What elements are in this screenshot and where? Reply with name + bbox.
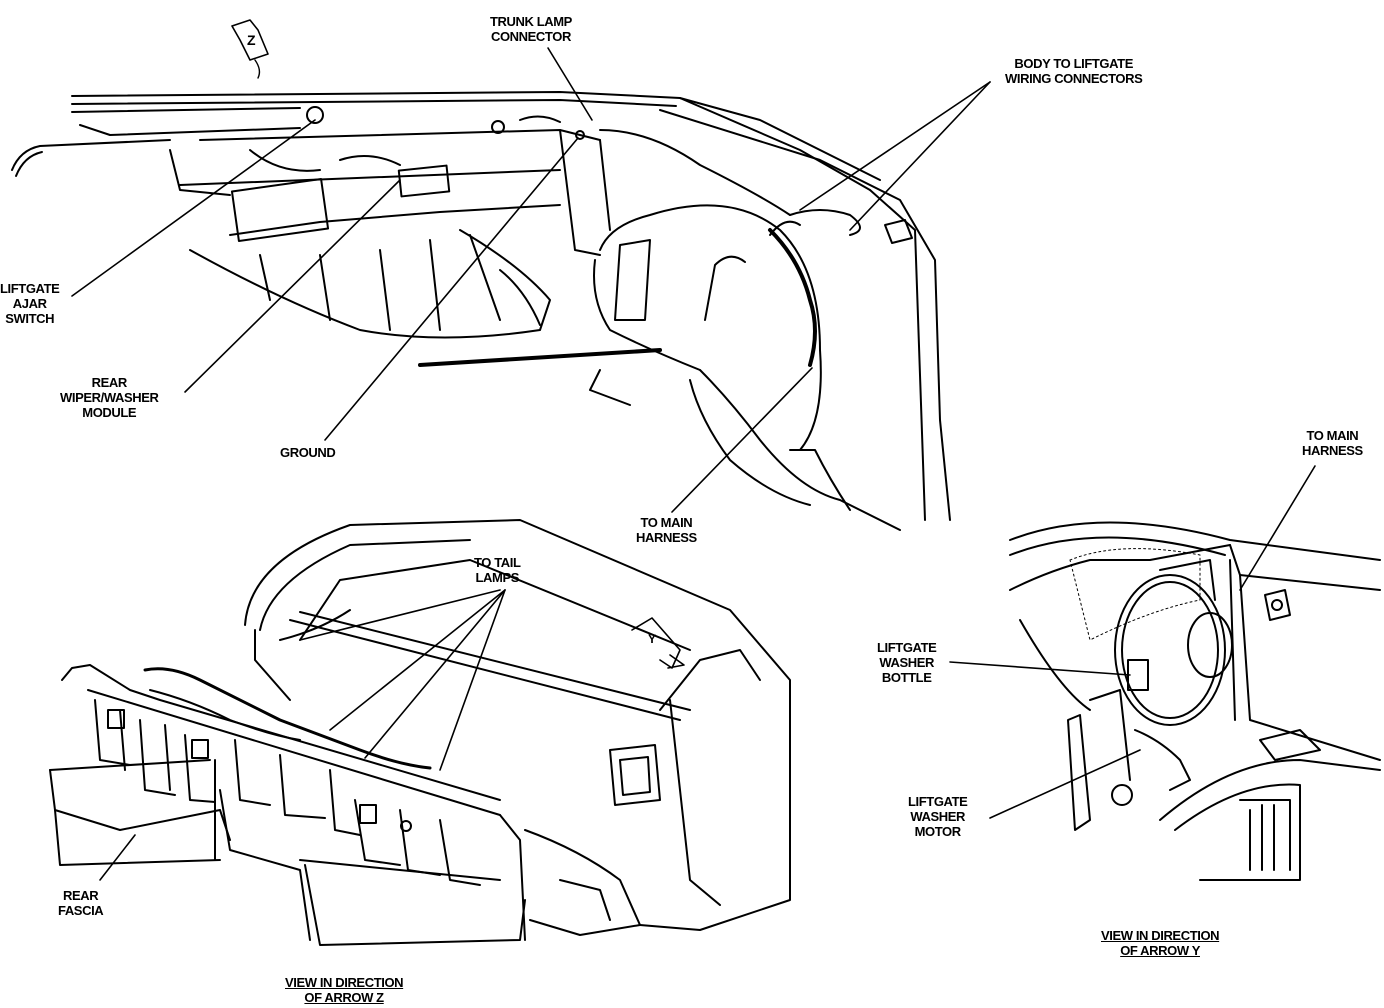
washer-view-drawing: [949, 465, 1381, 881]
arrow-z-tag: Z: [247, 32, 256, 48]
label-body-to-liftgate-wiring-connectors: BODY TO LIFTGATE WIRING CONNECTORS: [1005, 56, 1143, 86]
label-liftgate-ajar-switch: LIFTGATE AJAR SWITCH: [0, 281, 60, 326]
label-liftgate-washer-bottle: LIFTGATE WASHER BOTTLE: [877, 640, 937, 685]
arrow-y-tag: Y: [648, 632, 657, 646]
top-view-drawing: [11, 19, 991, 531]
label-liftgate-washer-motor: LIFTGATE WASHER MOTOR: [908, 794, 968, 839]
caption-view-arrow-z: VIEW IN DIRECTION OF ARROW Z: [285, 975, 404, 1005]
label-trunk-lamp-connector: TRUNK LAMP CONNECTOR: [490, 14, 572, 44]
label-to-tail-lamps: TO TAIL LAMPS: [474, 555, 521, 585]
label-ground: GROUND: [280, 445, 336, 460]
caption-view-arrow-y: VIEW IN DIRECTION OF ARROW Y: [1101, 928, 1220, 958]
label-to-main-harness-top: TO MAIN HARNESS: [636, 515, 697, 545]
rear-fascia-view-drawing: [49, 519, 791, 946]
label-to-main-harness-right: TO MAIN HARNESS: [1302, 428, 1363, 458]
label-rear-wiper-washer-module: REAR WIPER/WASHER MODULE: [60, 375, 159, 420]
label-rear-fascia: REAR FASCIA: [58, 888, 104, 918]
